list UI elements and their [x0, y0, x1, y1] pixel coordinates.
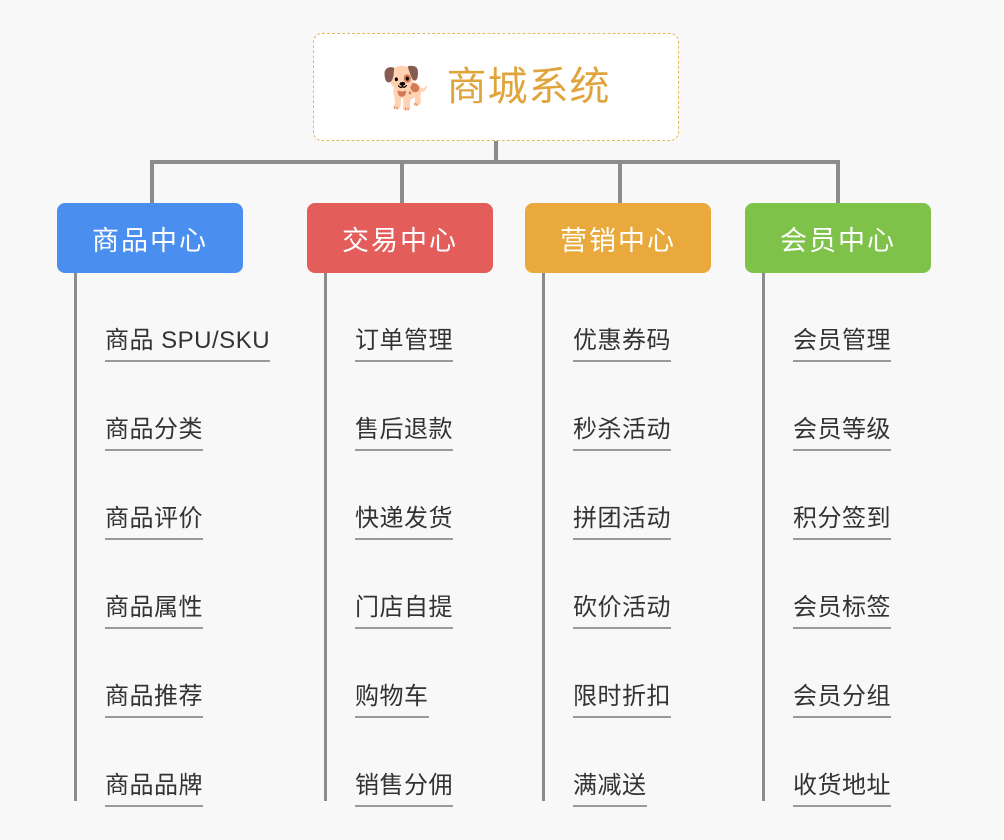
- connector-horizontal-bus: [150, 160, 840, 164]
- leaf-item-label: 积分签到: [793, 505, 891, 540]
- shiba-dog-face-icon: 🐕: [381, 64, 433, 111]
- leaf-item[interactable]: 商品分类: [74, 362, 270, 451]
- leaf-item[interactable]: 秒杀活动: [542, 362, 671, 451]
- category-header-product-center[interactable]: 商品中心: [57, 203, 243, 273]
- leaf-item[interactable]: 满减送: [542, 718, 671, 807]
- leaf-item-label: 售后退款: [355, 416, 453, 451]
- leaf-item[interactable]: 积分签到: [762, 451, 891, 540]
- leaf-item[interactable]: 会员标签: [762, 540, 891, 629]
- leaf-item[interactable]: 购物车: [324, 629, 453, 718]
- leaf-item-label: 商品分类: [105, 416, 203, 451]
- leaf-item-label: 砍价活动: [573, 594, 671, 629]
- leaf-item[interactable]: 商品推荐: [74, 629, 270, 718]
- leaf-item[interactable]: 商品属性: [74, 540, 270, 629]
- leaf-item-label: 快递发货: [355, 505, 453, 540]
- leaf-item[interactable]: 砍价活动: [542, 540, 671, 629]
- connector-drop-trade-center: [400, 160, 404, 205]
- leaf-item-label: 订单管理: [355, 327, 453, 362]
- leaf-item-label: 会员分组: [793, 683, 891, 718]
- leaf-item[interactable]: 会员分组: [762, 629, 891, 718]
- leaf-item[interactable]: 快递发货: [324, 451, 453, 540]
- branch-trunk-line: [74, 273, 77, 801]
- category-header-member-center[interactable]: 会员中心: [745, 203, 931, 273]
- branch-trunk-line: [324, 273, 327, 801]
- leaf-item[interactable]: 销售分佣: [324, 718, 453, 807]
- leaf-item[interactable]: 会员管理: [762, 273, 891, 362]
- leaf-item-label: 商品属性: [105, 594, 203, 629]
- leaf-list-trade-center: 订单管理 售后退款 快递发货 门店自提 购物车 销售分佣: [324, 273, 453, 807]
- leaf-item-label: 购物车: [355, 683, 429, 718]
- leaf-item-label: 优惠券码: [573, 327, 671, 362]
- category-header-label: 会员中心: [780, 225, 896, 256]
- leaf-item-label: 销售分佣: [355, 772, 453, 807]
- leaf-item[interactable]: 拼团活动: [542, 451, 671, 540]
- leaf-item-label: 收货地址: [793, 772, 891, 807]
- leaf-item[interactable]: 优惠券码: [542, 273, 671, 362]
- leaf-item-label: 满减送: [573, 772, 647, 807]
- leaf-item[interactable]: 商品品牌: [74, 718, 270, 807]
- leaf-item-label: 秒杀活动: [573, 416, 671, 451]
- leaf-item-label: 商品推荐: [105, 683, 203, 718]
- category-header-label: 营销中心: [560, 225, 676, 256]
- connector-root-stem: [494, 141, 498, 163]
- leaf-item-label: 拼团活动: [573, 505, 671, 540]
- connector-drop-marketing-center: [618, 160, 622, 205]
- leaf-item-label: 商品品牌: [105, 772, 203, 807]
- leaf-list-product-center: 商品 SPU/SKU 商品分类 商品评价 商品属性 商品推荐 商品品牌: [74, 273, 271, 807]
- branch-trunk-line: [762, 273, 765, 801]
- category-header-marketing-center[interactable]: 营销中心: [525, 203, 711, 273]
- leaf-item-label: 商品评价: [105, 505, 203, 540]
- leaf-item[interactable]: 售后退款: [324, 362, 453, 451]
- leaf-item[interactable]: 商品评价: [74, 451, 270, 540]
- connector-drop-member-center: [836, 160, 840, 205]
- root-node-shopping-mall-system[interactable]: 🐕 商城系统: [313, 33, 679, 141]
- leaf-list-marketing-center: 优惠券码 秒杀活动 拼团活动 砍价活动 限时折扣 满减送: [542, 273, 671, 807]
- leaf-item-label: 会员等级: [793, 416, 891, 451]
- leaf-item[interactable]: 订单管理: [324, 273, 453, 362]
- category-header-label: 交易中心: [342, 225, 458, 256]
- leaf-item[interactable]: 限时折扣: [542, 629, 671, 718]
- branch-trunk-line: [542, 273, 545, 801]
- leaf-item-label: 商品 SPU/SKU: [105, 327, 271, 362]
- leaf-item-label: 会员管理: [793, 327, 891, 362]
- leaf-item[interactable]: 会员等级: [762, 362, 891, 451]
- leaf-item-label: 会员标签: [793, 594, 891, 629]
- leaf-item[interactable]: 门店自提: [324, 540, 453, 629]
- root-node-title: 商城系统: [446, 65, 611, 109]
- connector-drop-product-center: [150, 160, 154, 205]
- category-header-label: 商品中心: [92, 225, 208, 256]
- leaf-list-member-center: 会员管理 会员等级 积分签到 会员标签 会员分组 收货地址: [762, 273, 891, 807]
- leaf-item-label: 限时折扣: [573, 683, 671, 718]
- category-header-trade-center[interactable]: 交易中心: [307, 203, 493, 273]
- leaf-item-label: 门店自提: [355, 594, 453, 629]
- leaf-item[interactable]: 收货地址: [762, 718, 891, 807]
- leaf-item[interactable]: 商品 SPU/SKU: [74, 273, 271, 362]
